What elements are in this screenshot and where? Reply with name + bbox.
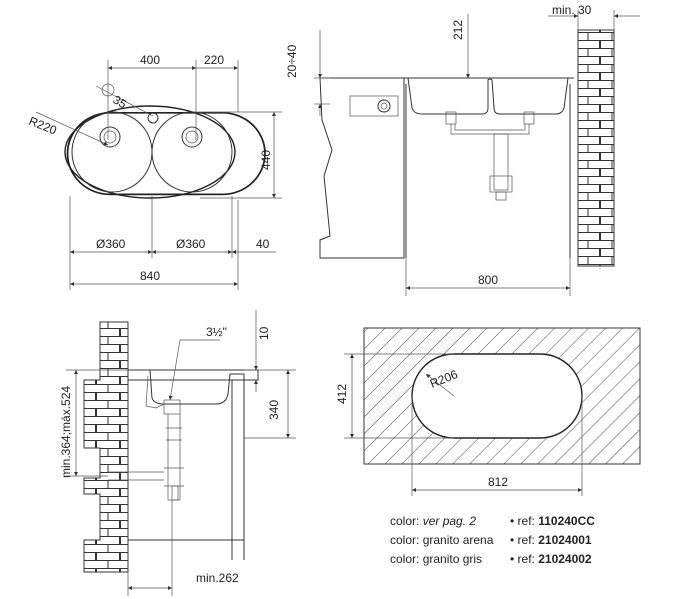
section-wall-brick xyxy=(83,321,129,573)
sink-section xyxy=(149,369,258,405)
left-drain xyxy=(99,126,121,148)
dim-360a: Ø360 xyxy=(96,237,126,251)
top-view: 400 220 35 R220 440 Ø360 Ø360 40 840 xyxy=(27,53,282,290)
control-panel xyxy=(349,95,399,117)
info-value: ver pag. 2 xyxy=(422,514,477,528)
dim-340: 340 xyxy=(267,400,281,420)
info-label: color: xyxy=(390,533,420,547)
dim-range: min.364;máx.524 xyxy=(59,386,73,478)
left-bowl xyxy=(71,111,153,193)
waste-pipes xyxy=(445,111,535,201)
dim-800: 800 xyxy=(478,273,498,287)
control-knob xyxy=(377,99,391,113)
info-ref-code: 21024002 xyxy=(538,552,592,566)
info-row-2: color: granito arena • ref: 21024001 xyxy=(390,533,592,547)
info-value: granito arena xyxy=(422,533,494,547)
info-ref-label: • ref: xyxy=(510,533,535,547)
info-label: color: xyxy=(390,514,420,528)
countertop xyxy=(127,369,259,381)
right-drain-inner xyxy=(185,130,199,144)
info-ref-label: • ref: xyxy=(510,552,535,566)
info-ref-code: 110240CC xyxy=(538,514,595,528)
dim-10: 10 xyxy=(257,326,271,340)
dim-360b: Ø360 xyxy=(176,237,206,251)
info-ref: • ref: 21024002 xyxy=(510,552,592,566)
side-view: min. 30 20÷40 212 800 xyxy=(285,3,640,296)
dim-20-40: 20÷40 xyxy=(285,44,299,78)
dim-812: 812 xyxy=(488,475,508,489)
cutout-view: R206 412 812 xyxy=(335,327,641,496)
left-drain-inner xyxy=(103,130,117,144)
tap-hole xyxy=(147,112,159,124)
cutout-hole xyxy=(411,353,583,439)
sink-rim xyxy=(64,105,236,199)
dim-35: 35 xyxy=(111,92,130,111)
dim-3half: 3½" xyxy=(206,325,227,339)
side-wall-brick xyxy=(577,29,615,267)
dim-220: 220 xyxy=(204,53,224,67)
info-ref-code: 21024001 xyxy=(538,533,592,547)
info-ref-label: • ref: xyxy=(510,514,535,528)
dim-min30: min. 30 xyxy=(552,3,592,17)
info-label: color: xyxy=(390,552,420,566)
sink-outline xyxy=(66,111,266,196)
dim-212: 212 xyxy=(451,20,465,40)
dim-412: 412 xyxy=(335,384,349,404)
info-value: granito gris xyxy=(422,552,483,566)
right-drain xyxy=(181,126,203,148)
info-ref: • ref: 21024001 xyxy=(510,533,592,547)
info-row-3: color: granito gris • ref: 21024002 xyxy=(390,552,592,566)
dim-40: 40 xyxy=(256,237,270,251)
dim-840: 840 xyxy=(140,269,160,283)
bowl-profile xyxy=(407,77,569,115)
section-view: 10 3½" 340 min.364;máx.524 min.262 xyxy=(59,310,296,596)
right-bowl xyxy=(151,111,233,193)
info-row-1: color: ver pag. 2 • ref: 110240CC xyxy=(390,514,595,528)
info-ref: • ref: 110240CC xyxy=(510,514,595,528)
dim-440: 440 xyxy=(259,150,273,170)
dim-min262: min.262 xyxy=(196,571,239,585)
dim-r220: R220 xyxy=(27,114,59,138)
cabinet-side xyxy=(319,77,405,259)
dim-400: 400 xyxy=(140,53,160,67)
